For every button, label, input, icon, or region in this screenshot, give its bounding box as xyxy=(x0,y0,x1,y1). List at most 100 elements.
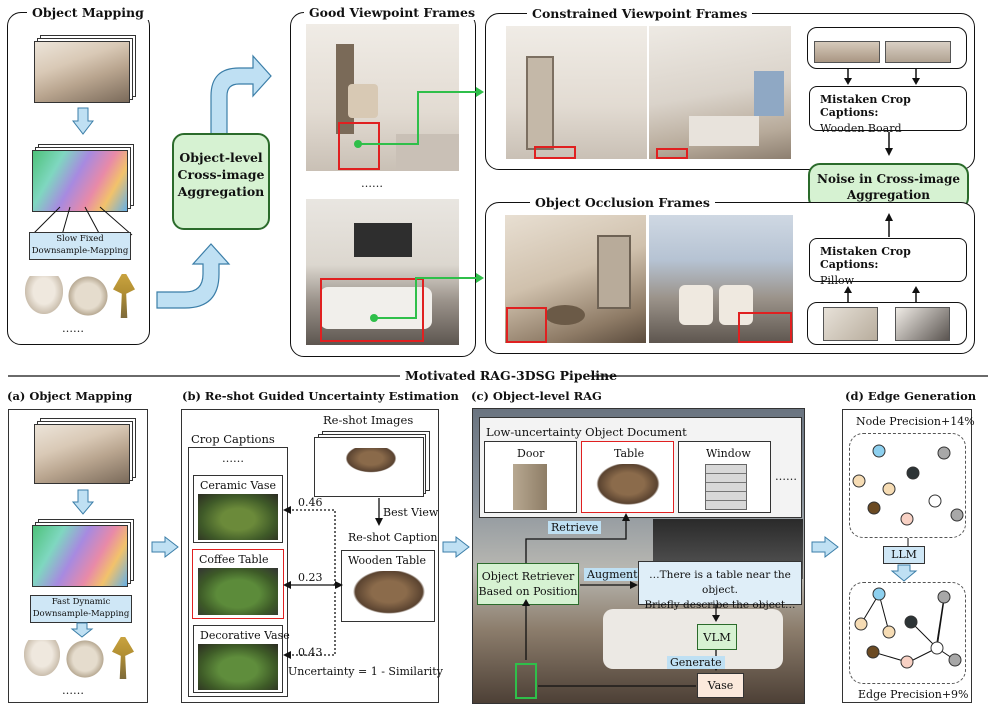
mistaken-captions-top-box: Mistaken Crop Captions: Wooden Board xyxy=(809,86,967,135)
table-label: Table xyxy=(614,447,645,460)
crop-captions-dots: …… xyxy=(222,452,244,465)
node-cluster xyxy=(849,433,966,538)
ceramic-vase-label: Ceramic Vase xyxy=(200,479,276,492)
constrained-frame-2 xyxy=(649,26,791,159)
pipeline-divider-title: Motivated RAG-3DSG Pipeline xyxy=(405,368,618,383)
decorative-vase-image xyxy=(198,644,278,690)
mistaken-top-title: Mistaken Crop Captions: xyxy=(820,93,911,119)
a-rgb-frames-image xyxy=(34,424,130,484)
vlm-box: VLM xyxy=(697,624,737,650)
mistaken-crop-4 xyxy=(895,307,950,341)
document-more: …… xyxy=(775,470,797,483)
arrow-c-to-d-icon xyxy=(811,535,839,559)
augment-label: Augment xyxy=(584,568,641,581)
edge-graph xyxy=(854,587,962,669)
mistaken-captions-bottom-box: Mistaken Crop Captions: Pillow xyxy=(809,238,967,287)
section-b-title: (b) Re-shot Guided Uncertainty Estimatio… xyxy=(182,389,459,403)
best-view-label: Best View xyxy=(383,506,439,519)
door-label: Door xyxy=(517,447,545,460)
mistaken-top-value: Wooden Board xyxy=(820,122,902,135)
doc-table: Table xyxy=(581,441,674,513)
a-armchair-icon xyxy=(24,640,60,676)
slow-fixed-mapping-box: Slow Fixed Downsample-Mapping xyxy=(29,232,131,260)
coffee-table-label: Coffee Table xyxy=(199,553,269,566)
arrow-a-to-b-icon xyxy=(151,535,179,559)
section-d-panel xyxy=(842,409,972,703)
crop-captions-label: Crop Captions xyxy=(191,432,275,446)
armchair-icon xyxy=(25,276,63,314)
reshot-caption-label: Re-shot Caption xyxy=(348,531,438,544)
vase-output-box: Vase xyxy=(697,673,744,698)
good-frame-highlight xyxy=(338,122,380,170)
doc-door: Door xyxy=(484,441,577,513)
llm-box: LLM xyxy=(883,546,925,564)
table-image xyxy=(592,464,664,508)
occlusion-frame-2 xyxy=(649,215,793,343)
arrow-b-to-c-icon xyxy=(442,535,470,559)
section-c-title: (c) Object-level RAG xyxy=(471,389,602,403)
prompt-box: …There is a table near the object. Brief… xyxy=(638,561,802,611)
rgb-frames-image xyxy=(34,41,130,103)
section-a-title: (a) Object Mapping xyxy=(7,389,133,403)
section-b-panel xyxy=(181,409,439,703)
good-frame-sofa xyxy=(306,199,459,345)
a-down-arrow-icon xyxy=(71,489,95,515)
retrieve-arrow xyxy=(525,513,630,563)
curved-arrow-up-icon xyxy=(210,54,272,139)
occlusion-frame-1-highlight xyxy=(506,307,547,343)
mistaken-crop-2 xyxy=(885,41,951,63)
good-frame-sofa-highlight xyxy=(320,278,424,342)
wooden-table-image xyxy=(348,571,430,617)
similarity-ceramic: 0.46 xyxy=(298,496,323,509)
a-segmented-frames-image xyxy=(32,525,128,587)
constrained-frame-2-highlight xyxy=(656,148,688,159)
segmented-frames-image xyxy=(32,150,128,212)
mistaken-bottom-title: Mistaken Crop Captions: xyxy=(820,245,911,271)
object-mapping-ellipsis: …… xyxy=(62,322,84,335)
generate-label: Generate xyxy=(667,656,725,669)
object-retriever-box: Object Retriever Based on Position xyxy=(477,563,579,605)
similarity-coffee: 0.23 xyxy=(298,571,323,584)
crop-decorative-vase: Decorative Vase xyxy=(193,625,290,693)
wooden-table-box: Wooden Table xyxy=(341,550,435,622)
good-frames-ellipsis: …… xyxy=(361,177,383,190)
reshot-images-label: Re-shot Images xyxy=(323,413,414,427)
green-connector-lines xyxy=(354,87,484,322)
crop-coffee-table: Coffee Table xyxy=(192,549,284,619)
vase-connector xyxy=(522,599,696,687)
mistaken-crop-3 xyxy=(823,307,878,341)
occlusion-frame-1 xyxy=(505,215,646,343)
a-pillow-icon xyxy=(66,640,104,678)
node-graph xyxy=(852,444,964,526)
edge-cluster xyxy=(849,582,966,684)
constrained-frame-1 xyxy=(506,26,647,159)
section-d-title: (d) Edge Generation xyxy=(845,389,977,403)
augment-arrow xyxy=(580,581,638,589)
window-image xyxy=(705,464,747,510)
window-label: Window xyxy=(706,447,751,460)
section-a-panel xyxy=(8,409,148,703)
object-mapping-title: Object Mapping xyxy=(27,5,149,20)
constrained-frame-1-highlight xyxy=(534,146,576,159)
document-title: Low-uncertainty Object Document xyxy=(486,425,687,439)
mistaken-bottom-value: Pillow xyxy=(820,274,854,287)
node-precision-label: Node Precision+14% xyxy=(856,415,975,428)
coffee-table-image xyxy=(198,568,278,615)
pillow-icon xyxy=(68,276,108,316)
a-ellipsis: …… xyxy=(62,684,84,697)
section-divider xyxy=(8,375,988,377)
edge-precision-label: Edge Precision+9% xyxy=(858,688,969,701)
retrieve-label: Retrieve xyxy=(548,521,602,534)
crop-ceramic-vase: Ceramic Vase xyxy=(193,475,283,543)
constrained-viewpoint-title: Constrained Viewpoint Frames xyxy=(527,6,753,21)
object-level-aggregation-box: Object-level Cross-image Aggregation xyxy=(172,133,270,230)
uncertainty-formula: Uncertainty = 1 - Similarity xyxy=(288,665,443,678)
similarity-arrows xyxy=(283,506,343,659)
fast-dynamic-mapping-box: Fast Dynamic Downsample-Mapping xyxy=(30,595,132,623)
down-arrow-icon xyxy=(71,107,95,135)
wooden-table-label: Wooden Table xyxy=(348,554,427,567)
similarity-decorative: 0.43 xyxy=(298,646,323,659)
occlusion-frame-2-highlight xyxy=(738,312,792,343)
occlusion-title: Object Occlusion Frames xyxy=(530,195,715,210)
doc-window: Window xyxy=(678,441,771,513)
